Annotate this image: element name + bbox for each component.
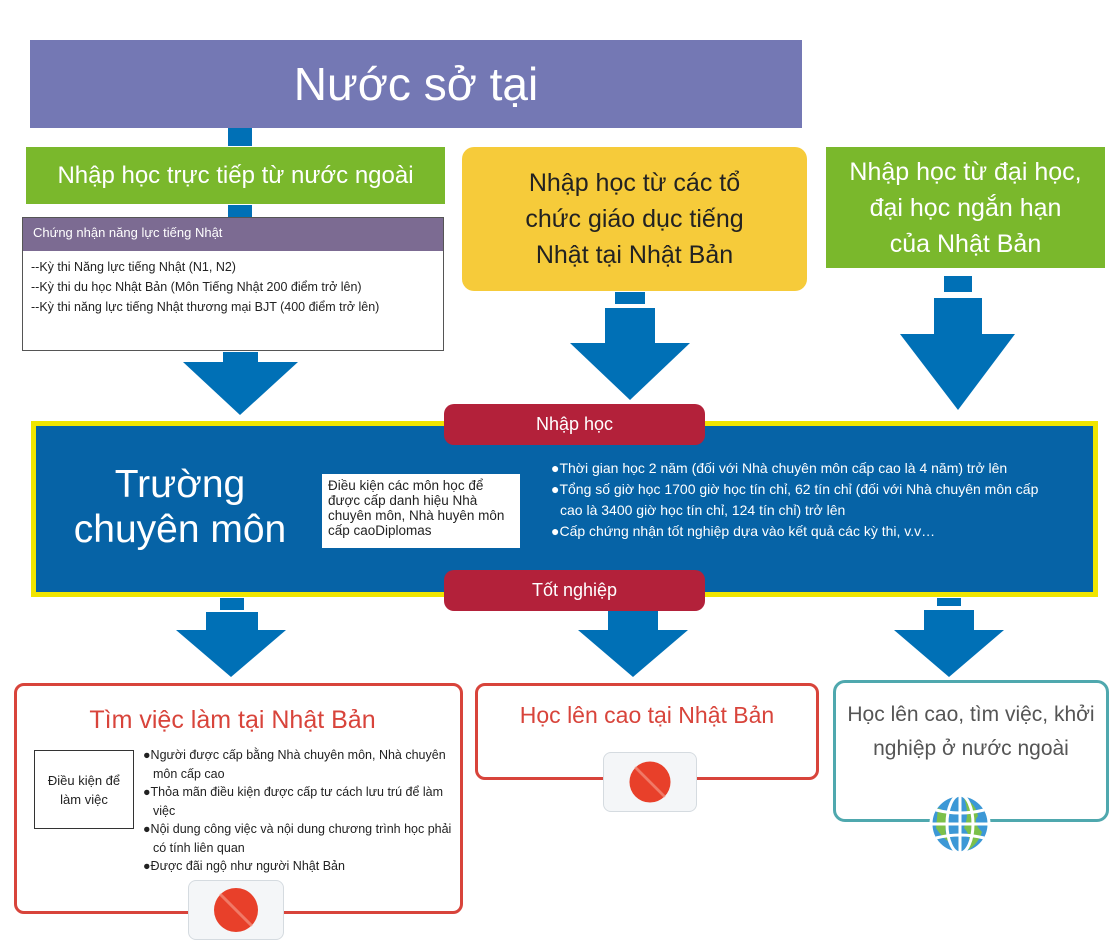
diploma-conditions-label: Điều kiện các môn học để được cấp danh h… [328,478,505,538]
route-japanese-school-label: Nhập học từ các tổ chức giáo dục tiếng N… [525,169,744,269]
arrow-shaft [220,598,244,610]
requirement-item: ●Cấp chứng nhận tốt nghiệp dựa vào kết q… [551,523,936,539]
outcome-study-title-text: Học lên cao tại Nhật Bản [519,702,775,728]
outcome-abroad-title-text: Học lên cao, tìm việc, khởi nghiệp ở nướ… [847,703,1095,760]
page-title: Nước sở tại [293,58,539,110]
arrow-shaft [934,298,982,334]
admission-label: Nhập học [535,414,614,434]
certification-heading: Chứng nhận năng lực tiếng Nhật [23,218,443,251]
certification-item: --Kỳ thi Năng lực tiếng Nhật (N1, N2) [31,260,236,274]
arrow-head [183,362,298,415]
work-condition-item: ●Thỏa mãn điều kiện được cấp tư cách lưu… [143,785,444,818]
home-country-banner: Nước sở tại [30,40,802,128]
admission-badge: Nhập học [444,404,705,445]
certification-item: --Kỳ thi du học Nhật Bản (Môn Tiếng Nhật… [31,280,362,294]
route-university-label: Nhập học từ đại học, đại học ngắn hạn củ… [849,157,1082,258]
work-conditions-list: ●Người được cấp bằng Nhà chuyên môn, Nhà… [143,746,455,876]
arrow-head [176,630,286,677]
route-overseas-box: Nhập học trực tiếp từ nước ngoài [26,147,445,204]
language-certification-box: Chứng nhận năng lực tiếng Nhật --Kỳ thi … [22,217,444,351]
certification-list: --Kỳ thi Năng lực tiếng Nhật (N1, N2) --… [23,251,443,323]
school-title-text: Trường chuyên môn [73,463,287,551]
arrow-shaft [206,612,258,630]
school-requirements-list: ●Thời gian học 2 năm (đối với Nhà chuyên… [544,458,1064,542]
work-conditions-label: Điều kiện để làm việc [47,772,121,807]
route-overseas-label: Nhập học trực tiếp từ nước ngoài [57,161,414,189]
certification-item: --Kỳ thi năng lực tiếng Nhật thương mại … [31,300,380,314]
japan-flag-icon [188,880,284,940]
outcome-work-title: Tìm việc làm tại Nhật Bản [30,706,435,735]
arrow-shaft [605,308,655,343]
arrow-shaft [615,292,645,304]
route-japanese-school-box: Nhập học từ các tổ chức giáo dục tiếng N… [462,147,807,291]
work-condition-item: ●Nội dung công việc và nội dung chương t… [143,822,452,855]
work-conditions-label-box: Điều kiện để làm việc [34,750,134,829]
school-title: Trường chuyên môn [50,462,310,552]
outcome-work-title-text: Tìm việc làm tại Nhật Bản [89,706,376,734]
arrow-shaft [608,610,658,630]
arrow-shaft [223,352,258,362]
arrow-shaft [924,610,974,630]
arrow-shaft [937,598,961,606]
arrow-head [578,630,688,677]
work-condition-item: ●Được đãi ngộ như người Nhật Bản [143,859,345,873]
flag-sun-icon [214,888,258,932]
flag-sun-icon [629,761,671,803]
graduation-label: Tốt nghiệp [531,580,618,600]
arrow-head [894,630,1004,677]
requirement-item: ●Tổng số giờ học 1700 giờ học tín chỉ, 6… [551,481,1039,518]
requirement-item: ●Thời gian học 2 năm (đối với Nhà chuyên… [551,460,1008,476]
outcome-abroad-title: Học lên cao, tìm việc, khởi nghiệp ở nướ… [840,698,1102,766]
japan-flag-icon [603,752,697,812]
outcome-study-box [475,683,819,780]
arrow-head [900,334,1015,410]
work-condition-item: ●Người được cấp bằng Nhà chuyên môn, Nhà… [143,748,446,781]
route-university-box: Nhập học từ đại học, đại học ngắn hạn củ… [826,147,1105,268]
graduation-badge: Tốt nghiệp [444,570,705,611]
arrow-head [570,343,690,400]
globe-icon [928,792,992,856]
diploma-conditions-box: Điều kiện các môn học để được cấp danh h… [322,474,520,548]
arrow-shaft [228,205,252,217]
arrow-shaft [944,276,972,292]
outcome-study-title: Học lên cao tại Nhật Bản [475,702,819,729]
arrow-shaft [228,126,252,146]
